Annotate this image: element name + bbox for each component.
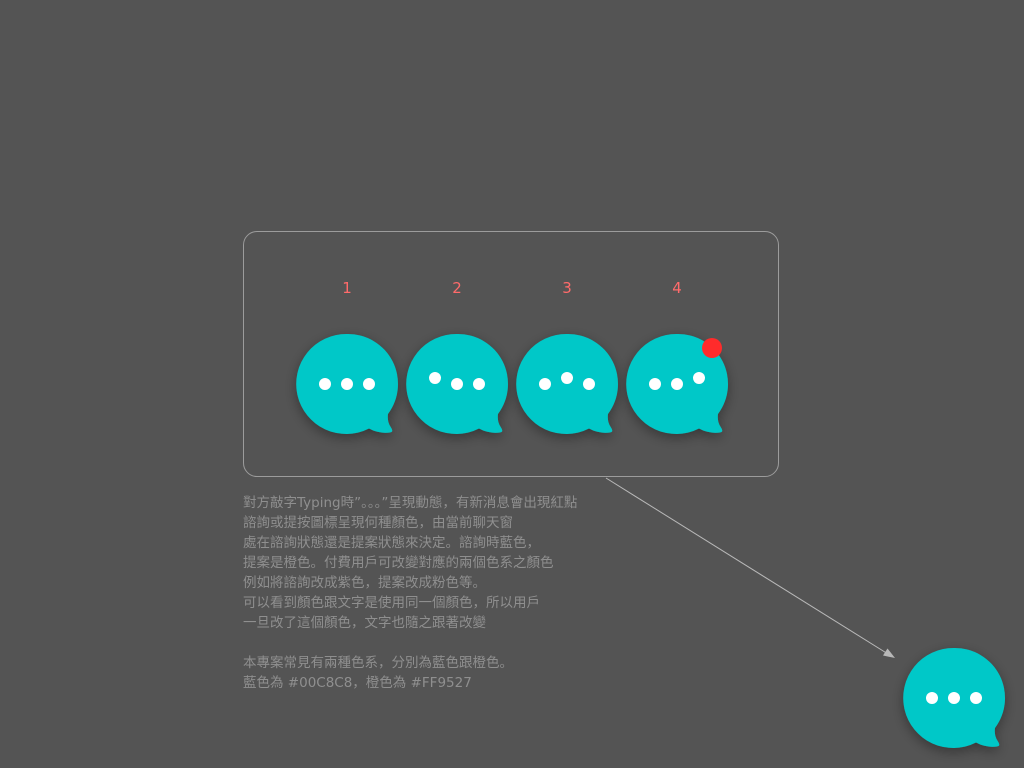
typing-dot [341, 378, 353, 390]
description-line: 本專案常見有兩種色系，分別為藍色跟橙色。 [243, 655, 513, 671]
chat-bubble-typing-icon[interactable] [296, 333, 399, 434]
typing-dot [561, 372, 573, 384]
description-line: 提案是橙色。付費用戶可改變對應的兩個色系之顏色 [243, 555, 554, 571]
typing-dot [693, 372, 705, 384]
typing-dot [429, 372, 441, 384]
typing-dot [473, 378, 485, 390]
typing-dot [583, 378, 595, 390]
chat-bubble-typing-icon[interactable] [406, 333, 509, 434]
typing-dot [649, 378, 661, 390]
typing-dot [948, 692, 960, 704]
state-label: 3 [562, 279, 572, 297]
description-line [243, 633, 663, 653]
chat-bubble-typing-icon[interactable] [516, 333, 619, 434]
typing-dot [319, 378, 331, 390]
state-label: 4 [672, 279, 682, 297]
description-line: 諮詢或提按圖標呈現何種顏色，由當前聊天窗 [243, 515, 513, 531]
description-line: 藍色為 #00C8C8，橙色為 #FF9527 [243, 675, 472, 691]
typing-dot [671, 378, 683, 390]
description-line: 一旦改了這個顏色，文字也隨之跟著改變 [243, 615, 486, 631]
description-line: 例如將諮詢改成紫色，提案改成粉色等。 [243, 575, 486, 591]
typing-dot [970, 692, 982, 704]
description-line: 可以看到顏色跟文字是使用同一個顏色，所以用戶 [243, 595, 540, 611]
description-line: 處在諮詢狀態還是提案狀態來決定。諮詢時藍色， [243, 535, 540, 551]
notification-dot-icon [702, 338, 722, 358]
state-label: 1 [342, 279, 352, 297]
typing-dot [451, 378, 463, 390]
typing-states-frame [243, 231, 779, 477]
chat-bubble-typing-icon[interactable] [626, 333, 729, 434]
chat-bubble-typing-icon[interactable] [903, 647, 1006, 748]
typing-dot [363, 378, 375, 390]
typing-dot [539, 378, 551, 390]
state-label: 2 [452, 279, 462, 297]
arrowhead-icon [883, 648, 895, 658]
description-text: 對方敲字Typing時”。。。”呈現動態，有新消息會出現紅點 諮詢或提按圖標呈現… [243, 493, 663, 693]
description-line: 對方敲字Typing時”。。。”呈現動態，有新消息會出現紅點 [243, 495, 578, 511]
typing-dot [926, 692, 938, 704]
